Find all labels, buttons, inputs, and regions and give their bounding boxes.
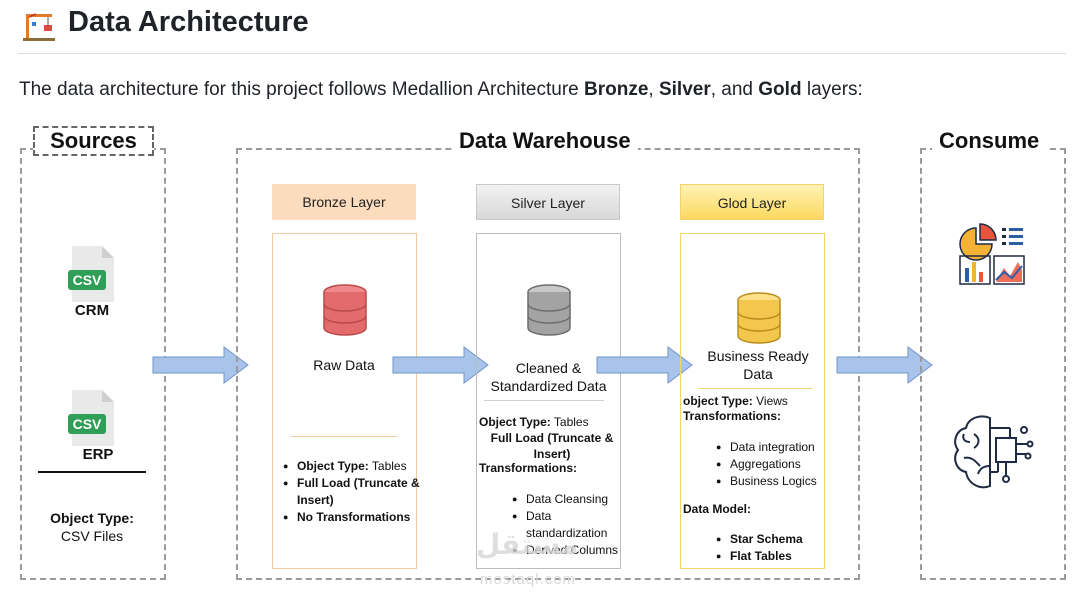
intro-bronze: Bronze xyxy=(584,79,649,100)
gold-data-models: Star Schema Flat Tables xyxy=(708,531,846,565)
construction-crane-icon xyxy=(22,10,56,42)
list-item: Data Cleansing xyxy=(512,491,642,508)
gold-transformations: Data integration Aggregations Business L… xyxy=(708,439,846,490)
list-item: Flat Tables xyxy=(716,548,846,565)
gold-object-type: object Type: Views xyxy=(683,394,788,408)
silver-data-name-line2: Standardized Data xyxy=(490,378,607,394)
silver-divider xyxy=(484,400,604,401)
sources-divider xyxy=(38,471,146,473)
csv-file-icon: CSV xyxy=(64,244,118,309)
sources-object-type-value: CSV Files xyxy=(60,528,124,544)
sources-title: Sources xyxy=(33,126,154,156)
silver-transformations: Data Cleansing Data standardization Deri… xyxy=(504,491,642,559)
consume-title: Consume xyxy=(932,127,1047,155)
bronze-layer-box xyxy=(272,233,417,569)
list-item: Business Logics xyxy=(716,473,846,490)
bronze-details: Object Type: Tables Full Load (Truncate … xyxy=(275,458,437,526)
list-item: Star Schema xyxy=(716,531,846,548)
bronze-layer-header: Bronze Layer xyxy=(272,184,416,220)
gold-data-model-label: Data Model: xyxy=(683,502,752,516)
watermark-url: mostaql.com xyxy=(480,571,577,588)
silver-data-name-line1: Cleaned & xyxy=(515,360,582,376)
list-item: Object Type: Tables xyxy=(283,458,437,475)
analytics-dashboard-icon xyxy=(958,222,1026,291)
intro-prefix: The data architecture for this project f… xyxy=(19,79,584,100)
intro-suffix: layers: xyxy=(801,79,863,100)
ai-brain-icon xyxy=(950,412,1034,499)
intro-silver: Silver xyxy=(658,79,711,100)
list-item: Data standardization xyxy=(512,508,607,542)
silver-object-type: Object Type: Tables xyxy=(479,415,589,429)
list-item: Data integration xyxy=(716,439,846,456)
gold-layer-box xyxy=(680,233,825,569)
gold-data-name-line2: Data xyxy=(743,366,773,382)
gold-layer-header: Glod Layer xyxy=(680,184,824,220)
database-icon xyxy=(322,284,368,341)
silver-transformations-label: Transformations: xyxy=(479,461,578,475)
header-divider xyxy=(18,53,1066,54)
source-label-erp: ERP xyxy=(82,446,114,463)
intro-gold: Gold xyxy=(758,79,802,100)
gold-transformations-label: Transformations: xyxy=(683,409,782,423)
page-title: Data Architecture xyxy=(68,6,309,38)
silver-full-load: Full Load (Truncate & Insert) xyxy=(490,431,614,461)
intro-sep1: , xyxy=(648,79,659,100)
bronze-divider xyxy=(290,436,398,437)
warehouse-title: Data Warehouse xyxy=(452,127,638,155)
gold-divider xyxy=(698,388,812,389)
intro-paragraph: The data architecture for this project f… xyxy=(19,79,863,101)
consume-group xyxy=(920,148,1066,580)
csv-badge-erp: CSV xyxy=(72,416,102,432)
csv-badge-crm: CSV xyxy=(72,272,102,288)
csv-file-icon: CSV xyxy=(64,388,118,453)
silver-layer-box xyxy=(476,233,621,569)
database-icon xyxy=(736,292,782,349)
bronze-data-name: Raw Data xyxy=(313,357,375,373)
sources-object-type-label: Object Type: xyxy=(50,510,134,526)
watermark: مستقل xyxy=(476,529,579,560)
list-item: Aggregations xyxy=(716,456,846,473)
list-item: Derived Columns xyxy=(512,542,642,559)
list-item: No Transformations xyxy=(283,509,437,526)
database-icon xyxy=(526,284,572,341)
intro-sep2: , and xyxy=(710,79,759,100)
gold-data-name-line1: Business Ready xyxy=(707,348,809,364)
list-item: Full Load (Truncate & Insert) xyxy=(283,475,437,509)
silver-layer-header: Silver Layer xyxy=(476,184,620,220)
source-label-crm: CRM xyxy=(74,302,110,319)
